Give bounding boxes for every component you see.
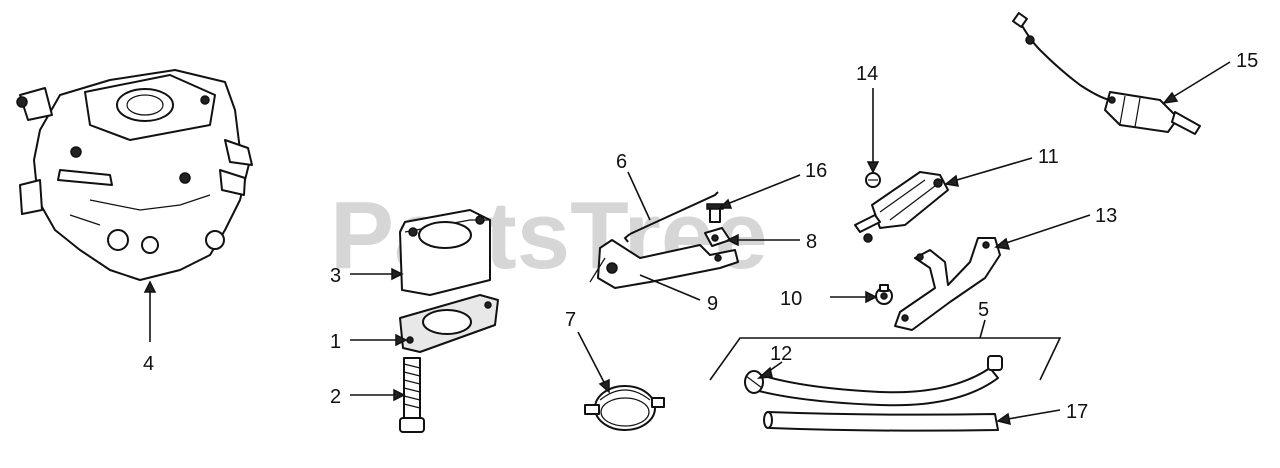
callout-15[interactable]: 15 [1236, 50, 1258, 72]
leader-5 [979, 319, 986, 339]
callout-12[interactable]: 12 [770, 343, 792, 365]
callout-17[interactable]: 17 [1066, 401, 1088, 423]
leader-14-arrow [866, 161, 880, 174]
leader-17-arrow [996, 412, 1011, 426]
leader-16 [721, 174, 801, 207]
leader-16-arrow [718, 198, 733, 209]
callout-6[interactable]: 6 [616, 151, 627, 173]
callout-11[interactable]: 11 [1038, 146, 1059, 168]
fuel-filter-part[interactable] [584, 385, 665, 431]
leader-13 [999, 214, 1091, 246]
callout-9[interactable]: 9 [707, 293, 718, 315]
leader-11 [949, 157, 1033, 183]
callout-3[interactable]: 3 [330, 265, 341, 287]
hose-clamp-part[interactable] [744, 370, 764, 394]
leader-7 [577, 331, 608, 389]
callout-1[interactable]: 1 [330, 331, 341, 353]
spacer-part[interactable] [399, 209, 491, 296]
screw-16-part[interactable] [706, 203, 724, 223]
leader-10-arrow [865, 290, 878, 304]
stud-part[interactable] [399, 357, 425, 433]
callout-16[interactable]: 16 [805, 160, 827, 182]
screw-14-part[interactable] [865, 172, 881, 188]
leader-15 [1167, 61, 1231, 101]
leader-15-arrow [1162, 91, 1179, 105]
fuel-hose-part[interactable] [763, 411, 999, 432]
leader-2-arrow [393, 388, 406, 402]
callout-14[interactable]: 14 [856, 63, 878, 85]
carburetor-part[interactable] [16, 69, 253, 281]
callout-4[interactable]: 4 [143, 353, 154, 375]
leader-9 [639, 274, 701, 301]
mounting-bracket-part[interactable] [894, 237, 1001, 331]
callout-5[interactable]: 5 [978, 299, 989, 321]
leader-4-arrow [143, 280, 157, 293]
leader-3-arrow [391, 267, 404, 281]
leader-8-arrow [726, 233, 739, 247]
leader-1-arrow [395, 333, 408, 347]
callout-7[interactable]: 7 [565, 309, 576, 331]
gasket-part[interactable] [399, 294, 499, 353]
callout-8[interactable]: 8 [806, 231, 817, 253]
leader-12-arrow [756, 366, 773, 379]
solenoid-part[interactable] [1012, 12, 1201, 135]
fuel-line-part[interactable] [754, 355, 1003, 407]
callout-2[interactable]: 2 [330, 386, 341, 408]
leader-17 [1001, 409, 1061, 421]
leader-13-arrow [994, 237, 1011, 250]
leader-11-arrow [944, 174, 959, 187]
callout-13[interactable]: 13 [1095, 205, 1117, 227]
group-bracket-5 [709, 337, 1062, 381]
bolt-10-part[interactable] [875, 284, 893, 305]
callout-10[interactable]: 10 [780, 288, 802, 310]
cable-bracket-part[interactable] [854, 171, 949, 243]
leader-6 [627, 171, 651, 221]
leader-7-arrow [598, 378, 610, 394]
bracket-9-part[interactable] [589, 239, 739, 289]
link-rod-part[interactable] [623, 191, 719, 243]
